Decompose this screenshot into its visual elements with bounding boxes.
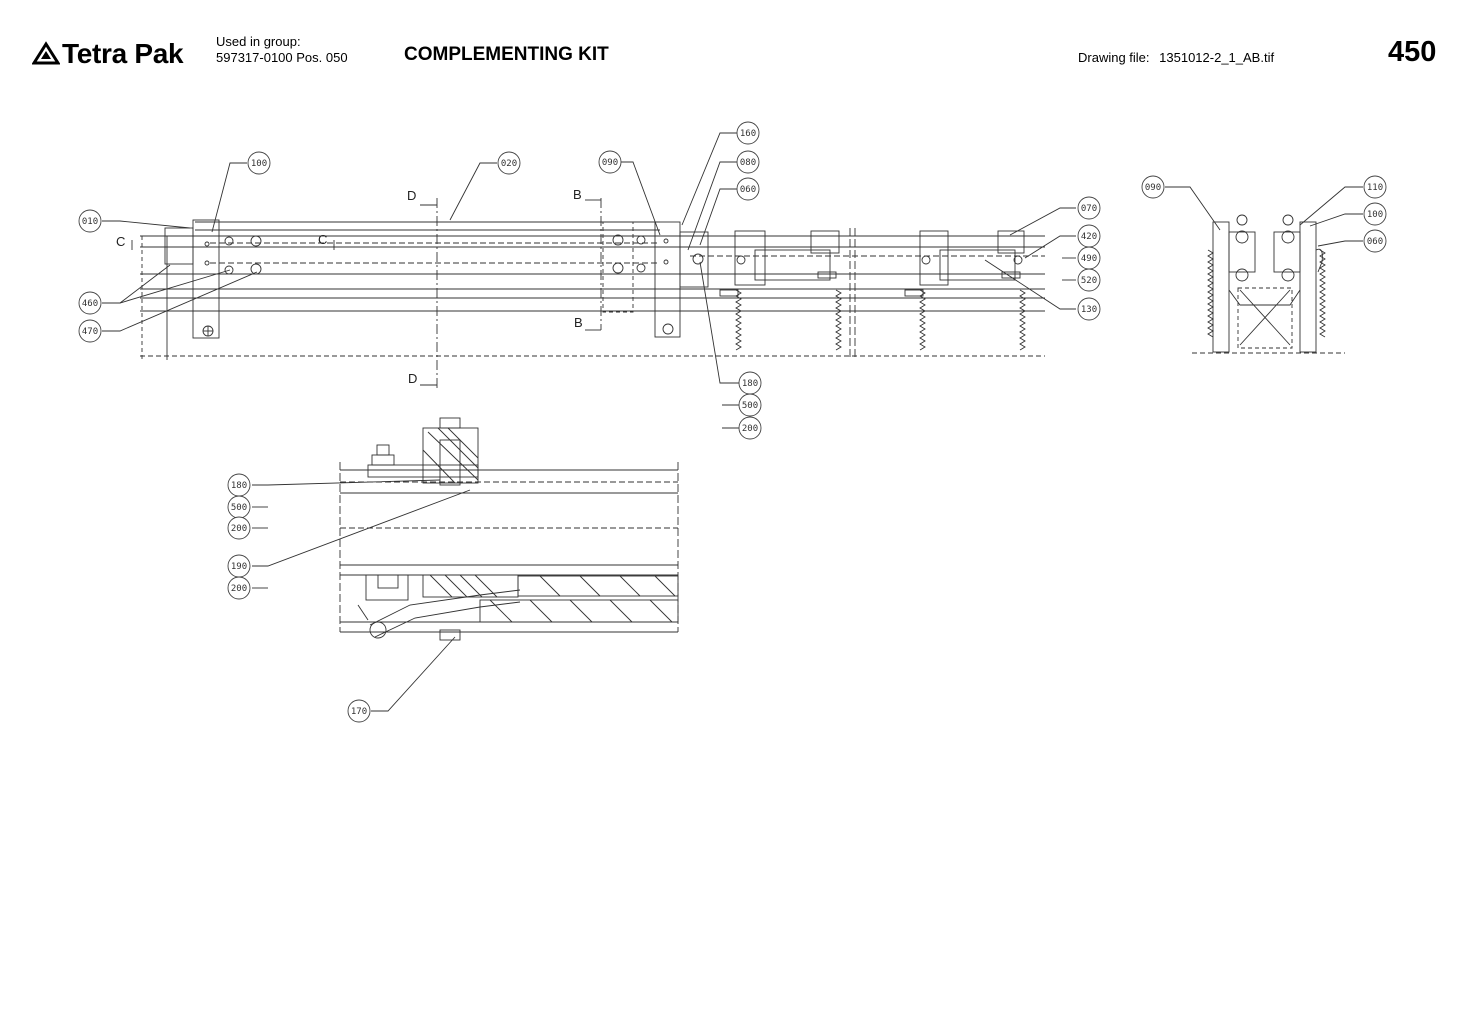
callout-420: 420 (1077, 224, 1101, 248)
section-label-b-bottom: B (574, 315, 583, 330)
drawing-file: Drawing file: 1351012-2_1_AB.tif (1078, 50, 1274, 65)
used-in-group: Used in group: 597317-0100 Pos. 050 (216, 34, 348, 66)
drawing-file-value: 1351012-2_1_AB.tif (1159, 50, 1275, 65)
svg-text:190: 190 (231, 562, 247, 572)
page-header: Tetra Pak Used in group: 597317-0100 Pos… (0, 0, 1462, 90)
page-title: COMPLEMENTING KIT (404, 44, 609, 65)
callout-010: 010 (78, 209, 102, 233)
callout-sec-180: 180 (227, 473, 251, 497)
callout-side-100: 100 (1363, 202, 1387, 226)
side-view-callouts: 090 110 100 060 (1141, 175, 1387, 253)
section-label-b-top: B (573, 187, 582, 202)
callout-080: 080 (736, 150, 760, 174)
drawing-file-label: Drawing file: (1078, 50, 1150, 65)
callout-side-060: 060 (1363, 229, 1387, 253)
callout-020: 020 (497, 151, 521, 175)
callout-460: 460 (78, 291, 102, 315)
callout-070: 070 (1077, 196, 1101, 220)
svg-text:420: 420 (1081, 232, 1097, 242)
callout-sec-190: 190 (227, 554, 251, 578)
svg-text:100: 100 (1367, 210, 1383, 220)
svg-text:180: 180 (231, 481, 247, 491)
svg-text:080: 080 (740, 158, 756, 168)
section-labels: C C D D B B (116, 187, 583, 386)
svg-text:470: 470 (82, 327, 98, 337)
svg-text:200: 200 (231, 584, 247, 594)
section-view-callouts: 180 500 200 190 200 170 (227, 473, 371, 723)
callout-090: 090 (598, 150, 622, 174)
brand-name: Tetra Pak (62, 38, 184, 69)
callout-500: 500 (738, 393, 762, 417)
svg-text:500: 500 (231, 503, 247, 513)
section-label-d-bottom: D (408, 371, 417, 386)
page-number: 450 (1388, 36, 1437, 68)
callout-490: 490 (1077, 246, 1101, 270)
svg-text:180: 180 (742, 379, 758, 389)
svg-text:020: 020 (501, 159, 517, 169)
callout-060: 060 (736, 177, 760, 201)
tetra-pak-logo-icon (32, 41, 60, 65)
callout-470: 470 (78, 319, 102, 343)
section-view (252, 417, 679, 712)
tetra-pak-logo: Tetra Pak (32, 38, 184, 70)
callout-sec-200b: 200 (227, 576, 251, 600)
callout-160: 160 (736, 121, 760, 145)
section-label-c-right: C (318, 232, 327, 247)
callout-180: 180 (738, 371, 762, 395)
callout-sec-500: 500 (227, 495, 251, 519)
svg-text:090: 090 (1145, 183, 1161, 193)
svg-text:060: 060 (1367, 237, 1383, 247)
section-label-c-left: C (116, 234, 125, 249)
svg-text:490: 490 (1081, 254, 1097, 264)
svg-text:010: 010 (82, 217, 98, 227)
svg-text:520: 520 (1081, 276, 1097, 286)
callout-100: 100 (247, 151, 271, 175)
section-label-d-top: D (407, 188, 416, 203)
used-in-group-value: 597317-0100 Pos. 050 (216, 50, 348, 65)
svg-text:070: 070 (1081, 204, 1097, 214)
svg-text:200: 200 (231, 524, 247, 534)
callout-side-110: 110 (1363, 175, 1387, 199)
callout-sec-170: 170 (347, 699, 371, 723)
svg-text:160: 160 (740, 129, 756, 139)
callout-520: 520 (1077, 268, 1101, 292)
callout-side-090: 090 (1141, 175, 1165, 199)
svg-text:200: 200 (742, 424, 758, 434)
svg-text:100: 100 (251, 159, 267, 169)
side-view (1165, 186, 1363, 354)
svg-text:460: 460 (82, 299, 98, 309)
svg-text:170: 170 (351, 707, 367, 717)
svg-text:500: 500 (742, 401, 758, 411)
main-view (102, 132, 1076, 429)
used-in-group-label: Used in group: (216, 34, 301, 49)
main-view-callouts: 100 020 090 160 080 060 010 070 420 490 … (78, 121, 1101, 440)
callout-200: 200 (738, 416, 762, 440)
svg-text:110: 110 (1367, 183, 1383, 193)
svg-text:130: 130 (1081, 305, 1097, 315)
callout-130: 130 (1077, 297, 1101, 321)
callout-sec-200: 200 (227, 516, 251, 540)
svg-text:090: 090 (602, 158, 618, 168)
svg-text:060: 060 (740, 185, 756, 195)
